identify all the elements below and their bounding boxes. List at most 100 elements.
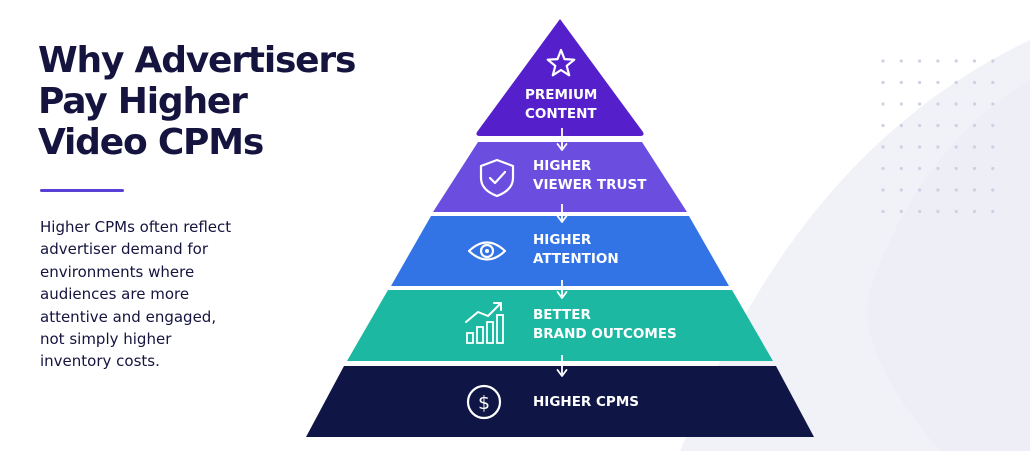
grid-dot xyxy=(936,209,940,214)
grid-dot xyxy=(918,166,922,171)
tier-better-brand-outcomes xyxy=(347,290,773,361)
dot-grid-decoration xyxy=(881,59,995,214)
pyramid-icons: $ xyxy=(465,48,576,420)
arrow-down-icon xyxy=(556,355,568,377)
description-text: Higher CPMs often reflect advertiser dem… xyxy=(40,216,285,373)
grid-dot xyxy=(972,145,977,149)
page-title: Why Advertisers Pay Higher Video CPMs xyxy=(38,40,368,163)
grid-dot xyxy=(954,59,958,63)
grid-dot xyxy=(881,209,885,214)
grid-dot xyxy=(881,80,885,85)
tier-label-line: CONTENT xyxy=(525,106,597,122)
grid-dot xyxy=(936,80,940,85)
title-line: Video CPMs xyxy=(38,122,264,163)
tier-label-line: HIGHER xyxy=(533,158,592,174)
title-line: Pay Higher xyxy=(38,81,248,122)
title-underline xyxy=(40,189,124,192)
grid-dot xyxy=(972,209,977,214)
grid-dot xyxy=(918,80,922,85)
description-line: Higher CPMs often reflect xyxy=(40,218,232,236)
grid-dot xyxy=(991,166,995,171)
tier-label-better-brand-outcomes: BETTER BRAND OUTCOMES xyxy=(533,306,677,344)
eye-icon xyxy=(467,241,507,261)
tier-premium-content xyxy=(476,19,644,136)
grid-dot xyxy=(972,123,977,128)
grid-dot xyxy=(972,188,977,192)
grid-dot xyxy=(899,123,903,128)
grid-dot xyxy=(936,188,940,192)
tier-label-line: BRAND OUTCOMES xyxy=(533,326,677,342)
grid-dot xyxy=(991,123,995,128)
title-line: Why Advertisers xyxy=(38,40,356,81)
tier-label-line: HIGHER CPMS xyxy=(533,394,639,410)
tier-label-higher-viewer-trust: HIGHER VIEWER TRUST xyxy=(533,157,646,195)
grid-dot xyxy=(991,209,995,214)
tier-label-line: ATTENTION xyxy=(533,251,619,267)
grid-dot xyxy=(972,166,977,171)
grid-dot xyxy=(899,145,903,149)
grid-dot xyxy=(972,80,977,85)
description-line: not simply higher xyxy=(40,330,172,349)
description-line: attentive and engaged, xyxy=(40,307,217,326)
arrow-down-icon xyxy=(556,128,568,151)
grid-dot xyxy=(881,166,885,171)
growth-chart-icon xyxy=(465,302,504,344)
grid-dot xyxy=(899,209,903,214)
grid-dot xyxy=(972,59,977,63)
arrow-down-icon xyxy=(556,204,568,223)
svg-text:$: $ xyxy=(478,392,490,414)
grid-dot xyxy=(954,102,958,106)
star-icon xyxy=(546,48,576,77)
grid-dot xyxy=(991,102,995,106)
grid-dot xyxy=(899,166,903,171)
grid-dot xyxy=(918,123,922,128)
arrow-down-icon xyxy=(556,280,568,299)
description-line: audiences are more xyxy=(40,285,190,304)
grid-dot xyxy=(954,145,958,149)
tier-label-higher-cpms: HIGHER CPMS xyxy=(533,393,639,412)
description-line: advertiser demand for xyxy=(40,240,208,259)
tier-higher-cpms xyxy=(306,366,814,437)
grid-dot xyxy=(918,145,922,149)
grid-dot xyxy=(899,80,903,85)
description-line: environments where xyxy=(40,262,195,281)
grid-dot xyxy=(972,102,977,106)
grid-dot xyxy=(881,145,885,149)
grid-dot xyxy=(954,80,958,85)
tier-label-line: PREMIUM xyxy=(525,87,598,103)
grid-dot xyxy=(991,188,995,192)
grid-dot xyxy=(936,102,940,106)
grid-dot xyxy=(918,59,922,63)
grid-dot xyxy=(936,166,940,171)
description-line: inventory costs. xyxy=(40,352,160,371)
grid-dot xyxy=(936,123,940,128)
grid-dot xyxy=(991,59,995,63)
grid-dot xyxy=(954,166,958,171)
tier-label-premium-content: PREMIUM CONTENT xyxy=(525,86,597,124)
grid-dot xyxy=(991,80,995,85)
grid-dot xyxy=(918,209,922,214)
grid-dot xyxy=(881,188,885,192)
shield-check-icon xyxy=(479,158,515,198)
grid-dot xyxy=(936,59,940,63)
grid-dot xyxy=(954,123,958,128)
grid-dot xyxy=(954,209,958,214)
grid-dot xyxy=(899,59,903,63)
dollar-coin-icon: $ xyxy=(466,384,502,420)
grid-dot xyxy=(954,188,958,192)
grid-dot xyxy=(899,188,903,192)
grid-dot xyxy=(881,102,885,106)
grid-dot xyxy=(881,123,885,128)
grid-dot xyxy=(936,145,940,149)
pyramid-arrows xyxy=(556,128,568,377)
tier-label-line: BETTER xyxy=(533,307,591,323)
tier-label-higher-attention: HIGHER ATTENTION xyxy=(533,231,619,269)
tier-label-line: HIGHER xyxy=(533,232,592,248)
grid-dot xyxy=(899,102,903,106)
grid-dot xyxy=(918,102,922,106)
grid-dot xyxy=(991,145,995,149)
tier-label-line: VIEWER TRUST xyxy=(533,177,647,193)
